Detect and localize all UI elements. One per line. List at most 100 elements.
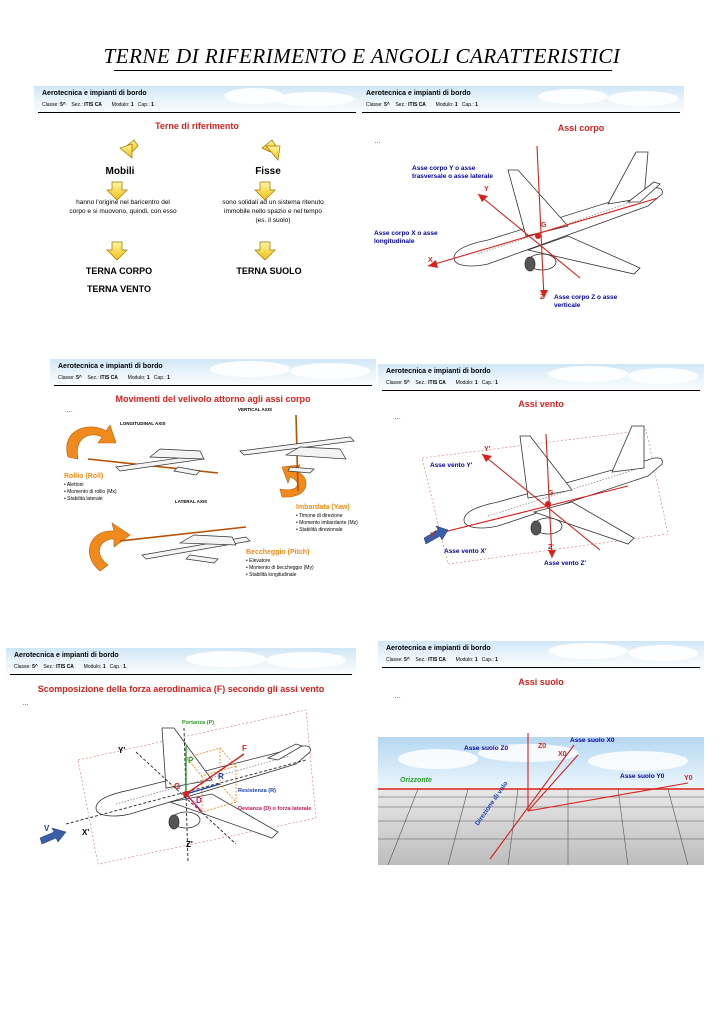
slide-assi-vento: Aerotecnica e impianti di bordo Classe: … bbox=[378, 364, 704, 604]
document-title: TERNE DI RIFERIMENTO E ANGOLI CARATTERIS… bbox=[103, 44, 621, 68]
yaw-title: Imbardata (Yaw) bbox=[296, 504, 350, 511]
slide-header: Aerotecnica e impianti di bordo Classe: … bbox=[378, 641, 704, 671]
slide-header: Aerotecnica e impianti di bordo Classe: … bbox=[6, 648, 356, 678]
lateral-axis-label: LATERAL AXIS bbox=[174, 499, 208, 504]
force-decomposition-diagram bbox=[39, 709, 317, 865]
mobili-description: hanno l'origine nel baricentro del corpo… bbox=[69, 199, 177, 215]
ellipsis: … bbox=[394, 414, 401, 421]
x0-axis-description: Asse suolo X0 bbox=[570, 737, 615, 744]
small-plane-icons bbox=[115, 436, 355, 564]
wind-arrow-icon bbox=[39, 827, 67, 845]
velocity-label: V bbox=[44, 824, 50, 833]
d-vector-label: D bbox=[196, 796, 202, 805]
x-axis-description: Asse corpo X o asse longitudinale bbox=[374, 230, 438, 245]
fisse-description: sono solidali ad un sistema ritenuto imm… bbox=[222, 199, 324, 224]
r-vector-label: R bbox=[218, 772, 224, 781]
header-meta: Classe: 5^ Sez.: ITIS CA Modulo: 1 Cap.:… bbox=[42, 102, 154, 108]
slide-title: Assi vento bbox=[518, 399, 564, 409]
ellipsis: … bbox=[66, 407, 73, 414]
z-axis-label: Z' bbox=[186, 840, 193, 849]
arrow-icon bbox=[106, 139, 281, 261]
slide-title: Assi corpo bbox=[557, 123, 605, 133]
header-title: Aerotecnica e impianti di bordo bbox=[42, 90, 147, 97]
axis-rods bbox=[87, 414, 299, 542]
yaw-list: • Timone di direzione• Momento imbardant… bbox=[296, 513, 358, 533]
roll-list: • Alettoni• Momento di rollio (Mx)• Stab… bbox=[64, 482, 117, 502]
y-axis-description: Asse corpo Y o asse trasversale o asse l… bbox=[412, 165, 493, 180]
slide-header: Aerotecnica e impianti di bordo Classe: … bbox=[378, 364, 704, 394]
y-wind-axis-description: Asse vento Y' bbox=[430, 462, 473, 469]
header-title: Aerotecnica e impianti di bordo bbox=[366, 90, 471, 97]
pitch-title: Beccheggio (Pitch) bbox=[246, 549, 310, 556]
airliner-icon bbox=[463, 425, 663, 545]
y-axis-label: Y' bbox=[484, 446, 491, 453]
x-axis-label: X' bbox=[82, 828, 90, 837]
devianza-label: Devianza (D) o forza laterale bbox=[238, 806, 312, 812]
resistenza-label: Resistenza (R) bbox=[238, 788, 276, 794]
ground-axes bbox=[489, 733, 689, 860]
ground bbox=[378, 789, 704, 865]
header-title: Aerotecnica e impianti di bordo bbox=[14, 652, 119, 659]
terna-corpo-label: TERNA CORPO bbox=[85, 266, 153, 276]
flow-arrows bbox=[106, 139, 281, 261]
x-wind-axis-description: Asse vento X' bbox=[444, 548, 487, 555]
header-title: Aerotecnica e impianti di bordo bbox=[386, 645, 491, 652]
header-meta: Classe: 5^ Sez.: ITIS CA Modulo: 1 Cap.:… bbox=[14, 664, 126, 670]
y0-axis-description: Asse suolo Y0 bbox=[620, 773, 665, 780]
header-meta: Classe: 5^ Sez.: ITIS CA Modulo: 1 Cap.:… bbox=[386, 657, 498, 663]
y-axis-label: Y' bbox=[118, 746, 126, 755]
slide-assi-suolo: Aerotecnica e impianti di bordo Classe: … bbox=[378, 641, 704, 881]
wind-axes-diagram bbox=[421, 425, 669, 565]
slide-header: Aerotecnica e impianti di bordo Classe: … bbox=[50, 359, 376, 389]
slide-scomposizione-forza: Aerotecnica e impianti di bordo Classe: … bbox=[6, 648, 356, 888]
slide-header: Aerotecnica e impianti di bordo Classe: … bbox=[358, 86, 684, 116]
slide-assi-corpo: Aerotecnica e impianti di bordo Classe: … bbox=[358, 86, 684, 326]
z-axis-description: Asse corpo Z o asse verticale bbox=[554, 294, 618, 309]
y0-axis-label: Y0 bbox=[684, 775, 693, 782]
horizon-label: Orizzonte bbox=[400, 777, 432, 784]
header-meta: Classe: 5^ Sez.: ITIS CA Modulo: 1 Cap.:… bbox=[58, 375, 170, 381]
z0-axis-label: Z0 bbox=[538, 743, 547, 750]
motion-diagram bbox=[66, 414, 355, 572]
wind-axes bbox=[427, 433, 629, 559]
wind-arrow-icon bbox=[423, 525, 449, 545]
body-axes bbox=[427, 145, 659, 299]
header-meta: Classe: 5^ Sez.: ITIS CA Modulo: 1 Cap.:… bbox=[366, 102, 478, 108]
center-of-gravity-label: G bbox=[541, 222, 547, 229]
airliner-icon bbox=[95, 727, 311, 839]
header-title: Aerotecnica e impianti di bordo bbox=[58, 363, 163, 370]
force-vectors bbox=[185, 746, 245, 813]
fisse-label: Fisse bbox=[255, 166, 281, 177]
slide-header: Aerotecnica e impianti di bordo Classe: … bbox=[34, 86, 360, 116]
terna-vento-label: TERNA VENTO bbox=[86, 284, 151, 294]
ellipsis: … bbox=[22, 700, 29, 707]
airliner-diagram bbox=[427, 145, 663, 299]
f-vector-label: F bbox=[242, 744, 247, 753]
p-vector-label: P bbox=[188, 756, 194, 765]
x-axis-label: X' bbox=[430, 532, 437, 539]
slide-terne-riferimento: Aerotecnica e impianti di bordo Classe: … bbox=[34, 86, 360, 326]
y-axis-label: Y bbox=[484, 186, 489, 193]
ground-axes-diagram bbox=[378, 733, 704, 866]
slide-title: Assi suolo bbox=[518, 677, 564, 687]
pitch-list: • Elevatore• Momento di beccheggio (My)•… bbox=[246, 558, 314, 578]
header-title: Aerotecnica e impianti di bordo bbox=[386, 368, 491, 375]
header-meta: Classe: 5^ Sez.: ITIS CA Modulo: 1 Cap.:… bbox=[386, 380, 498, 386]
ellipsis: … bbox=[394, 693, 401, 700]
longitudinal-axis-label: LONGITUDINAL AXIS bbox=[120, 421, 166, 426]
z-axis-label: Z' bbox=[548, 544, 554, 551]
mobili-label: Mobili bbox=[105, 166, 135, 177]
x-axis-label: X bbox=[428, 257, 433, 264]
slide-title: Scomposizione della forza aerodinamica (… bbox=[37, 684, 325, 694]
z-wind-axis-description: Asse vento Z' bbox=[544, 560, 587, 567]
title-underline bbox=[114, 70, 612, 71]
portanza-label: Portanza (P) bbox=[182, 720, 215, 726]
slide-title: Terne di riferimento bbox=[155, 121, 239, 131]
slide-movimenti-velivolo: Aerotecnica e impianti di bordo Classe: … bbox=[50, 359, 376, 599]
vertical-axis-label: VERTICAL AXIS bbox=[238, 407, 273, 412]
slide-title: Movimenti del velivolo attorno agli assi… bbox=[115, 394, 311, 404]
rotation-arrows bbox=[66, 424, 307, 572]
center-of-gravity-label: G bbox=[548, 490, 554, 497]
g-label: G bbox=[174, 782, 181, 791]
roll-title: Rollio (Roll) bbox=[64, 473, 104, 480]
